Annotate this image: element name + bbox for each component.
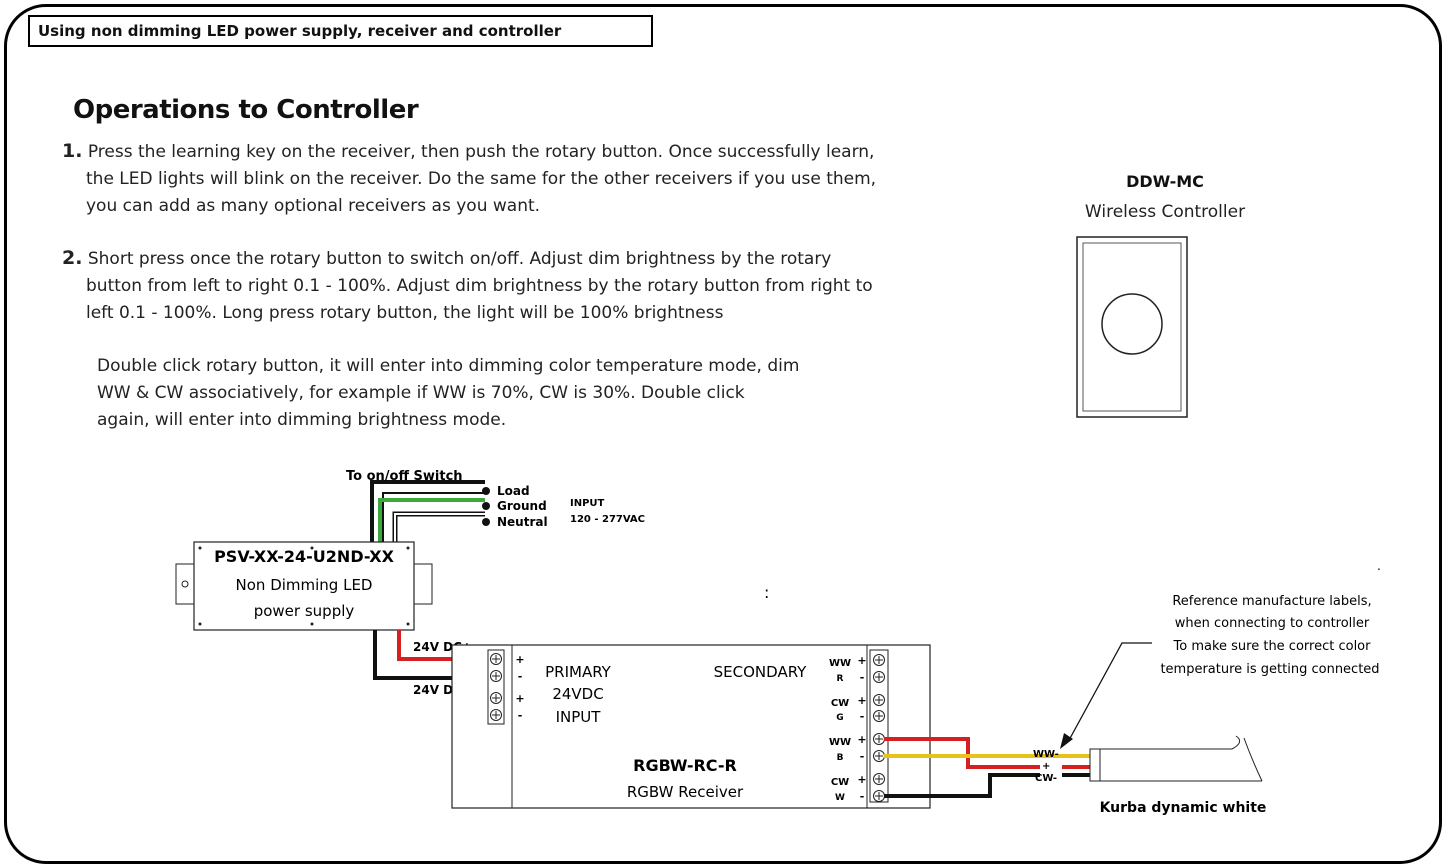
channel-label: CW: [831, 777, 849, 788]
psu-screw-icon: [406, 546, 410, 550]
step-line: Press the learning key on the receiver, …: [87, 142, 875, 162]
strip-cw-label: CW-: [1035, 773, 1057, 784]
note-line: again, will enter into dimming brightnes…: [97, 410, 507, 430]
reference-note-line: when connecting to controller: [1175, 616, 1370, 631]
terminal-cross-icon: [875, 656, 883, 664]
terminal-cross-icon: [492, 655, 500, 663]
stray-dot: .: [1377, 559, 1381, 573]
step-line: left 0.1 - 100%. Long press rotary butto…: [86, 303, 724, 323]
strip-ww-label: WW-: [1033, 749, 1059, 760]
controller-device: [1076, 236, 1188, 418]
strip-plus-label: +: [1042, 761, 1050, 772]
polarity-label: -: [518, 709, 523, 722]
step-number: 1.: [62, 140, 83, 162]
polarity-label: +: [515, 653, 524, 666]
psu-screw-icon: [310, 622, 314, 626]
step-1: 1. Press the learning key on the receive…: [62, 138, 932, 220]
led-strip: [1089, 735, 1263, 782]
terminal-cross-icon: [492, 672, 500, 680]
polarity-label: -: [860, 671, 865, 684]
psu-screw-icon: [198, 622, 202, 626]
terminal-cross-icon: [875, 752, 883, 760]
output-wires: [884, 737, 1090, 798]
switch-label: To on/off Switch: [346, 469, 463, 484]
power-supply: [175, 541, 433, 631]
polarity-label: +: [515, 692, 524, 705]
step-line: you can add as many optional receivers a…: [86, 196, 541, 216]
note-line: WW & CW associatively, for example if WW…: [97, 383, 745, 403]
primary-line: INPUT: [556, 708, 602, 726]
section-header: Using non dimming LED power supply, rece…: [28, 15, 653, 47]
polarity-label: -: [860, 710, 865, 723]
channel-label: G: [836, 713, 843, 723]
input-label: INPUT: [570, 498, 605, 509]
step-2: 2. Short press once the rotary button to…: [62, 245, 932, 327]
step-number: 2.: [62, 247, 83, 269]
ac-wires: [370, 480, 490, 542]
stray-colon: :: [764, 583, 769, 602]
primary-line: 24VDC: [552, 685, 603, 703]
rotary-button-icon: [1101, 293, 1163, 355]
polarity-label: +: [857, 773, 866, 786]
receiver-name: RGBW Receiver: [627, 783, 744, 801]
channel-label: B: [837, 753, 844, 763]
load-label: Load: [497, 484, 530, 498]
neutral-label: Neutral: [497, 515, 548, 529]
step-line: button from left to right 0.1 - 100%. Ad…: [86, 276, 873, 296]
polarity-label: +: [857, 733, 866, 746]
channel-label: W: [835, 793, 845, 803]
channel-label: WW: [829, 737, 851, 748]
note-paragraph: Double click rotary button, it will ente…: [97, 353, 857, 434]
polarity-label: +: [857, 654, 866, 667]
page-title: Operations to Controller: [73, 95, 419, 125]
polarity-label: -: [860, 750, 865, 763]
terminal-cross-icon: [492, 711, 500, 719]
controller-model: DDW-MC: [1126, 172, 1204, 191]
input-range: 120 - 277VAC: [570, 514, 645, 525]
terminal-cross-icon: [875, 673, 883, 681]
psu-line-2: power supply: [254, 602, 355, 620]
ground-label: Ground: [497, 499, 547, 513]
polarity-label: -: [860, 790, 865, 803]
reference-note-line: Reference manufacture labels,: [1172, 594, 1371, 609]
psu-model: PSV-XX-24-U2ND-XX: [214, 547, 394, 566]
reference-note-line: To make sure the correct color: [1173, 639, 1372, 654]
receiver-model: RGBW-RC-R: [633, 756, 737, 775]
psu-screw-icon: [198, 546, 202, 550]
terminal-cross-icon: [875, 735, 883, 743]
polarity-label: -: [518, 670, 523, 683]
polarity-label: +: [857, 694, 866, 707]
step-line: the LED lights will blink on the receive…: [86, 169, 877, 189]
channel-label: R: [837, 674, 844, 684]
wiring-diagram: To on/off Switch Load Ground Neutral INP…: [175, 236, 1381, 816]
channel-label: CW: [831, 698, 849, 709]
reference-note-line: temperature is getting connected: [1160, 662, 1379, 677]
terminal-cross-icon: [875, 792, 883, 800]
secondary-label: SECONDARY: [714, 663, 808, 681]
note-line: Double click rotary button, it will ente…: [97, 356, 800, 376]
psu-screw-icon: [310, 546, 314, 550]
controller-name: Wireless Controller: [1084, 202, 1246, 222]
psu-screw-icon: [406, 622, 410, 626]
terminal-cross-icon: [875, 696, 883, 704]
terminal-cross-icon: [875, 712, 883, 720]
terminal-blocks: +-+-+-WWR+-CWG+-WWB+-CWW: [198, 546, 885, 803]
receiver-box: [451, 644, 931, 809]
terminal-cross-icon: [875, 775, 883, 783]
psu-line-1: Non Dimming LED: [236, 576, 373, 594]
primary-line: PRIMARY: [545, 663, 612, 681]
strip-name: Kurba dynamic white: [1100, 800, 1267, 816]
terminal-cross-icon: [492, 694, 500, 702]
channel-label: WW: [829, 658, 851, 669]
reference-arrow: [1060, 642, 1152, 749]
step-line: Short press once the rotary button to sw…: [87, 249, 832, 269]
